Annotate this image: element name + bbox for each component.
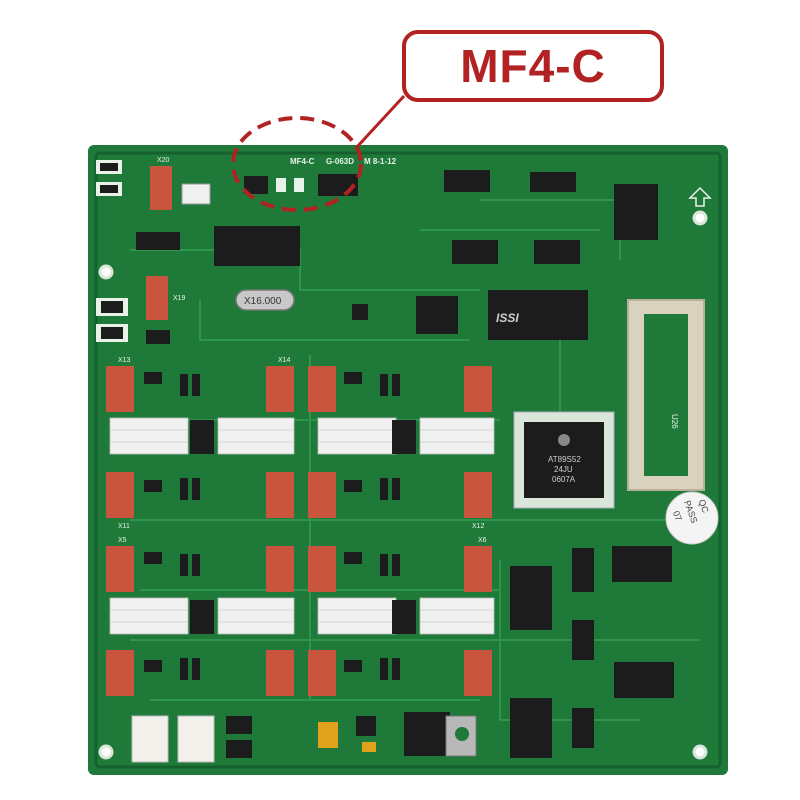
chip [572,548,594,592]
mcu-chip: AT89S52 24JU 0607A [513,411,615,509]
white-connector [131,715,169,763]
silk-x6: X6 [478,537,487,544]
silk-part-code: MF4-C [290,157,315,166]
chip [612,546,672,582]
chip [614,184,658,240]
mcu-line2: 24JU [554,465,573,474]
top-silkscreen: MF4-C G-063D M 8-1-12 [290,157,397,166]
connector [266,366,294,412]
socket-label: U26 [670,414,679,429]
memory-chip-brand: ISSI [496,311,519,325]
bottom-components [131,712,477,763]
mcu-line3: 0607A [552,475,576,484]
qc-pass-sticker: QC PASS 07 [665,491,719,545]
silk-x14: X14 [278,357,291,364]
connector [106,546,134,592]
connector [464,366,492,412]
callout-box: MF4-C [402,30,664,102]
connector-x19 [146,276,168,320]
chip [510,566,552,630]
chip [572,620,594,660]
connector [266,472,294,518]
callout-pointer [354,94,406,150]
connector [106,472,134,518]
silk-x19: X19 [173,295,186,302]
callout-label: MF4-C [460,40,606,92]
crystal-label: X16.000 [244,296,282,307]
ic-socket: U26 [627,299,705,491]
silk-x5: X5 [118,537,127,544]
top-left-components: X20 X19 [96,157,211,344]
connector [106,650,134,696]
chip [214,226,300,266]
channel-blocks: X13 X14 X11 X12 X5 X6 [106,357,495,696]
chip [416,296,458,334]
mounting-hole [692,744,708,760]
connector [464,650,492,696]
connector [308,472,336,518]
silk-x13: X13 [118,357,131,364]
voltage-regulator [404,712,450,756]
connector [464,472,492,518]
connector [464,546,492,592]
connector-x20 [150,166,172,210]
qc-line1: QC [697,498,711,515]
connector [106,366,134,412]
connector [266,650,294,696]
mounting-hole [98,264,114,280]
white-component [181,183,211,205]
chip [534,240,580,264]
chip [444,170,490,192]
connector [308,546,336,592]
silk-x11: X11 [118,523,130,530]
silk-x12: X12 [472,523,485,530]
mounting-hole [692,210,708,226]
crystal-oscillator: X16.000 [235,289,295,311]
tantalum-capacitor [318,722,338,748]
chip [614,662,674,698]
silk-x20: X20 [157,157,170,164]
chip [510,698,552,758]
mounting-hole [98,744,114,760]
connector [308,366,336,412]
chip [452,240,498,264]
connector [308,650,336,696]
mcu-line1: AT89S52 [548,455,581,464]
white-connector [177,715,215,763]
top-chips [214,170,712,334]
chip [244,176,268,194]
memory-chip: ISSI [488,290,588,340]
highlight-ellipse [231,116,363,212]
chip [530,172,576,192]
right-lower-chips [510,546,674,758]
connector [266,546,294,592]
silk-board-code: G-063D [326,157,354,166]
silk-date: M 8-1-12 [364,157,397,166]
chip [572,708,594,748]
qc-line3: 07 [671,509,684,522]
